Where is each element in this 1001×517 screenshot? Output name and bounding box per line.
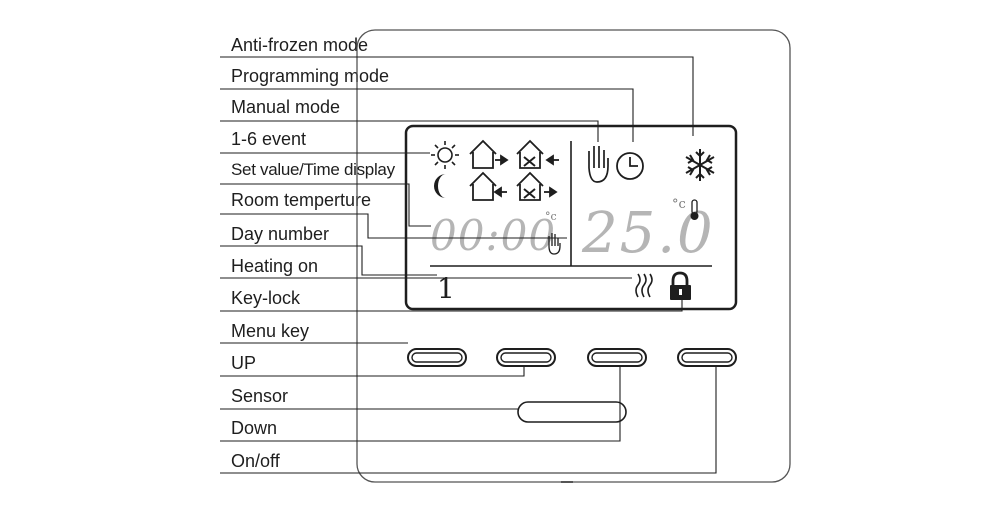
label-programming-mode: Programming mode xyxy=(231,66,390,86)
menu-key[interactable] xyxy=(407,348,467,367)
label-room-temperature: Room temperture xyxy=(231,190,372,210)
temperature-display-value: 25.0 xyxy=(581,201,715,266)
sensor-window xyxy=(517,401,627,423)
clock-icon xyxy=(616,152,644,180)
label-key-lock: Key-lock xyxy=(231,288,301,308)
on-off-key[interactable] xyxy=(677,348,737,367)
moon-icon xyxy=(434,174,446,198)
sun-icon xyxy=(431,141,459,169)
time-display-value: 00:00 xyxy=(430,211,556,260)
label-event: 1-6 event xyxy=(231,129,307,149)
house-cutlery-arrow-left-icon xyxy=(516,139,559,169)
thermometer-icon xyxy=(690,199,699,220)
up-key[interactable] xyxy=(496,348,556,367)
house-arrow-right-icon xyxy=(469,139,509,169)
heating-waves-icon xyxy=(635,273,653,298)
label-heating-on: Heating on xyxy=(231,256,319,276)
house-arrow-left-icon xyxy=(469,171,507,201)
label-set-value-time-display: Set value/Time display xyxy=(231,160,395,179)
lcd-screen xyxy=(404,124,738,311)
hand-icon xyxy=(588,146,609,183)
device-body xyxy=(356,29,791,483)
label-day-number: Day number xyxy=(231,224,330,244)
label-anti-frozen-mode: Anti-frozen mode xyxy=(231,35,369,55)
time-display: 00:00 °c xyxy=(430,210,557,260)
snowflake-icon xyxy=(685,149,715,181)
leader-lines xyxy=(220,56,717,474)
temperature-display-unit: °c xyxy=(672,197,686,212)
day-number-value: 1 xyxy=(437,272,455,305)
label-up: UP xyxy=(231,353,257,373)
house-cutlery-arrow-right-icon xyxy=(516,171,558,201)
temperature-display: 25.0 °c xyxy=(581,197,715,266)
label-sensor: Sensor xyxy=(231,386,289,406)
label-on-off: On/off xyxy=(231,451,280,471)
time-display-unit: °c xyxy=(545,210,557,223)
label-down: Down xyxy=(231,418,278,438)
small-hand-icon xyxy=(548,233,561,255)
down-key[interactable] xyxy=(587,348,647,367)
label-menu-key: Menu key xyxy=(231,321,310,341)
padlock-icon xyxy=(670,271,691,300)
label-manual-mode: Manual mode xyxy=(231,97,341,117)
